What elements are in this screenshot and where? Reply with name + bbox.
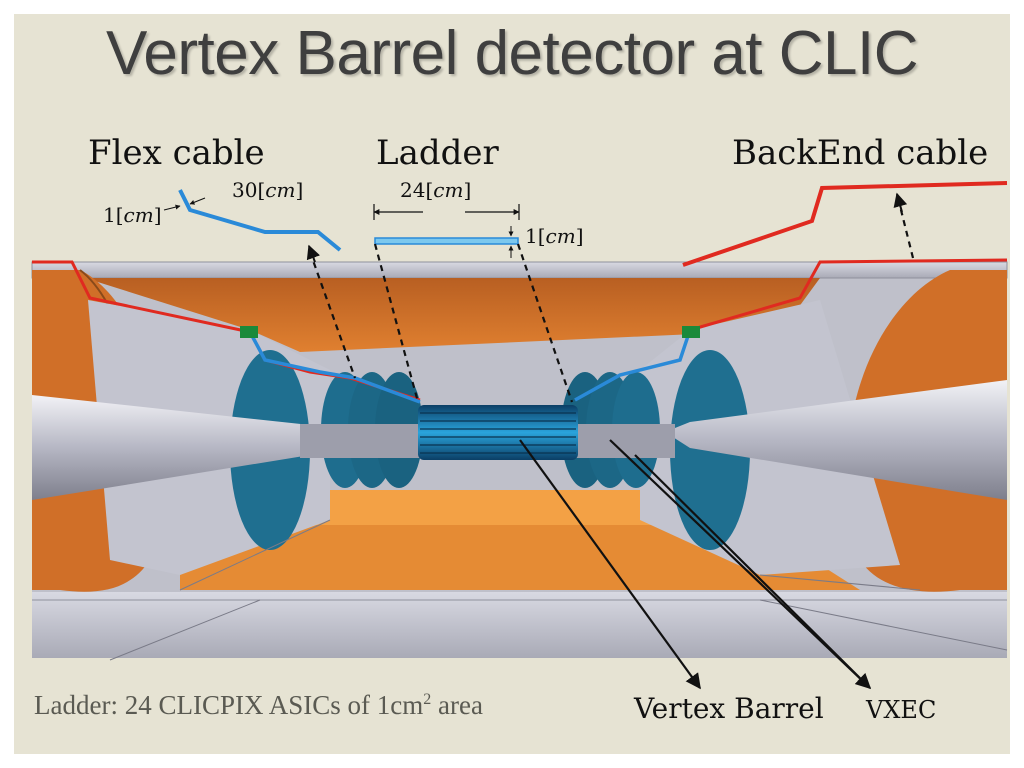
flex-length-label: 30[cm]: [232, 178, 304, 202]
backend-cable-right-route: [689, 258, 1008, 332]
flex-cable-left-route: [248, 331, 421, 404]
barrel-ladder-lines: [420, 412, 576, 454]
vxec-pointer-1: [609, 439, 872, 690]
ladder-length-unit: cm: [433, 178, 464, 202]
ladder-length-value: 24: [400, 178, 426, 202]
caption-exponent: 2: [423, 691, 432, 708]
ladder-length-label: 24[cm]: [400, 178, 472, 202]
connector-right: [682, 326, 700, 338]
flex-thickness-arrow: [163, 204, 181, 211]
caption-text: Ladder: 24 CLICPIX ASICs of 1cm: [34, 690, 424, 720]
ladder-thickness-unit: cm: [545, 224, 576, 248]
flex-cable-label: Flex cable: [88, 133, 265, 173]
vxec-pointer-2: [634, 454, 871, 689]
ladder-caption: Ladder: 24 CLICPIX ASICs of 1cm2 area: [34, 690, 483, 721]
beam-pipe-left: [300, 424, 420, 458]
beam-cone-right: [665, 380, 1007, 500]
detector-render: [31, 261, 1008, 661]
flex-cable-drawing: [178, 189, 342, 252]
vertex-barrel: [418, 405, 578, 460]
support-orange-top: [85, 278, 820, 352]
outer-shell-top: [31, 261, 1008, 279]
caption-suffix: area: [431, 690, 483, 720]
vertex-barrel-label: Vertex Barrel: [634, 692, 824, 725]
outer-shell-bottom: [32, 592, 1007, 658]
flex-length-value: 30: [232, 178, 258, 202]
flex-thickness-value: 1: [103, 203, 116, 227]
beam-pipe-right: [575, 424, 675, 458]
ladder-thickness-label: 1[cm]: [525, 224, 584, 248]
flex-length-arrow: [189, 197, 206, 205]
ladder-drawing: [374, 237, 519, 245]
flex-length-unit: cm: [265, 178, 296, 202]
ladder-label: Ladder: [376, 133, 499, 173]
ladder-thickness-value: 1: [525, 224, 538, 248]
slide-title: Vertex Barrel detector at CLIC: [105, 19, 919, 88]
connector-left: [240, 326, 258, 338]
vertex-barrel-pointer: [519, 439, 701, 690]
flex-thickness-unit: cm: [123, 203, 154, 227]
backend-cable-drawing: [682, 181, 1008, 267]
dashed-leaders: [308, 197, 915, 403]
flex-cable-right-route: [574, 329, 692, 402]
vxec-label: VXEC: [866, 696, 937, 724]
support-orange-floor: [300, 490, 720, 525]
beam-cone-left: [32, 395, 330, 500]
flex-thickness-label: 1[cm]: [103, 203, 162, 227]
backend-cable-label: BackEnd cable: [732, 133, 989, 173]
